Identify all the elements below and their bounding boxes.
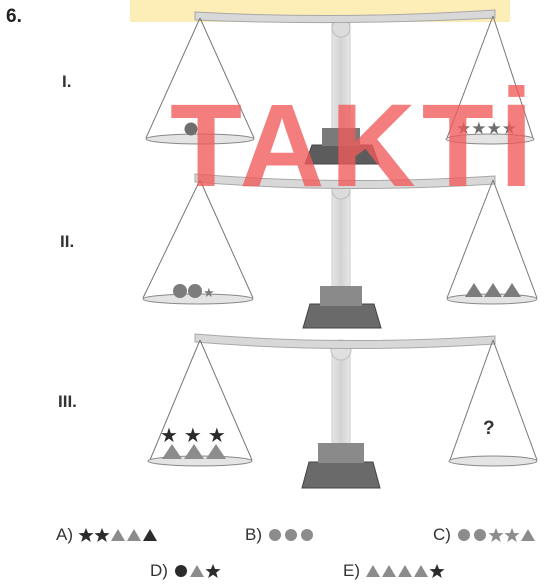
triangle-icon [189, 565, 204, 577]
svg-text:★: ★ [203, 286, 215, 301]
triangle-icon [143, 529, 157, 541]
star-icon [205, 564, 221, 578]
circle-icon [301, 529, 313, 541]
triangle-icon [520, 529, 535, 541]
scale-label-2: II. [60, 232, 75, 251]
option-d[interactable]: D) [150, 561, 221, 581]
scale-2-right-triangles [465, 283, 521, 297]
watermark-text: TAKTİ [170, 80, 539, 212]
triangle-icon [398, 565, 412, 577]
star-icon [488, 528, 504, 542]
svg-text:★★★: ★★★ [160, 423, 232, 447]
option-d-label: D) [150, 561, 168, 580]
option-b-shapes [267, 527, 315, 543]
option-d-shapes [173, 563, 221, 579]
option-c[interactable]: C) [433, 525, 536, 545]
circle-icon [174, 565, 187, 577]
circle-icon [269, 529, 281, 541]
svg-text:★★★★: ★★★★ [456, 119, 517, 139]
option-a-shapes [78, 527, 158, 543]
triangle-icon [127, 529, 141, 541]
scale-2: ★ [142, 173, 538, 329]
scale-3-left-triangles [162, 444, 226, 459]
scale-1: ★★★★ [145, 9, 535, 165]
scale-label-1: I. [62, 72, 72, 91]
triangle-icon [366, 565, 380, 577]
circle-icon [457, 529, 470, 541]
star-icon [429, 564, 445, 578]
scale-3: ★★★ [147, 333, 538, 489]
option-c-label: C) [433, 525, 451, 544]
unknown-weight: ? [483, 418, 495, 439]
option-b-label: B) [245, 525, 262, 544]
triangle-icon [111, 529, 125, 541]
triangle-icon [382, 565, 396, 577]
scale-label-3: III. [58, 392, 77, 411]
star-icon [504, 528, 520, 542]
triangle-icon [414, 565, 428, 577]
option-a[interactable]: A) [56, 525, 158, 545]
option-e[interactable]: E) [343, 561, 445, 581]
option-a-label: A) [56, 525, 73, 544]
star-icon [78, 528, 94, 542]
option-e-label: E) [343, 561, 360, 580]
star-icon [94, 528, 110, 542]
question-number: 6. [6, 6, 22, 27]
circle-icon [285, 529, 297, 541]
option-e-shapes [365, 563, 445, 579]
option-c-shapes [456, 527, 536, 543]
circle-icon [473, 529, 486, 541]
scale-1-right-stars: ★★★★ [456, 119, 517, 139]
option-b[interactable]: B) [245, 525, 315, 545]
